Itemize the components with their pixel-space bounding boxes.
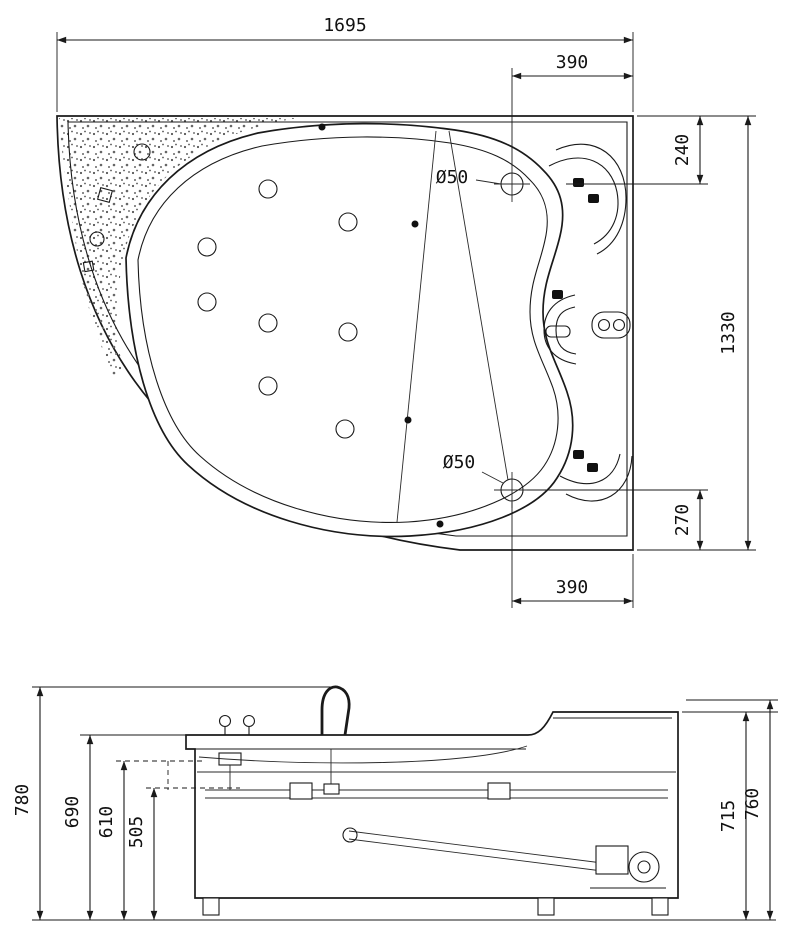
jet-circle — [258, 376, 278, 396]
valve-knob — [242, 714, 256, 728]
dim-label-240: 240 — [672, 134, 693, 167]
jet-nozzle-dot — [404, 416, 412, 424]
overflow-housing — [591, 311, 631, 339]
waste-pipe — [348, 838, 627, 875]
pump-motor — [628, 851, 660, 883]
jet-nozzle-dot — [436, 520, 444, 528]
dim-top-drain-from-top: 240 — [566, 115, 756, 185]
basin-inner-rim — [137, 136, 559, 523]
overflow-hole — [597, 318, 611, 332]
dim-label-390-bottom: 390 — [556, 577, 589, 598]
top-drain: Ø50 — [436, 166, 530, 202]
faucet-spout — [320, 685, 351, 736]
dim-label-780: 780 — [12, 784, 33, 817]
dim-label-610: 610 — [96, 806, 117, 839]
jet-circle — [335, 419, 355, 439]
dim-bottom-drain-from-bottom: 270 — [527, 489, 708, 550]
pump-shaft — [637, 860, 651, 874]
basin-contour-line — [396, 130, 437, 523]
pipe-clamp — [487, 782, 511, 800]
dim-label-760: 760 — [742, 788, 763, 821]
dim-top-drain-offset: 390 — [511, 52, 633, 166]
dim-label-505: 505 — [126, 816, 147, 849]
jet-circle — [197, 292, 217, 312]
basin-outer-rim — [125, 122, 574, 538]
control-handle — [587, 463, 598, 472]
dim-total-height: 780 — [12, 686, 338, 920]
deck-channel-curve — [559, 453, 621, 485]
dim-label-270: 270 — [672, 504, 693, 537]
jet-circle — [338, 212, 358, 232]
jet-nozzle-dot — [411, 220, 419, 228]
waste-trap — [342, 827, 358, 843]
drain-leader-line — [475, 179, 502, 185]
dim-inner-height: 505 — [126, 788, 158, 920]
dim-label-1695: 1695 — [323, 15, 366, 36]
pipe-fitting — [323, 783, 340, 795]
foot — [537, 897, 555, 916]
jet-circle — [258, 313, 278, 333]
jet-circle — [258, 179, 278, 199]
control-handle — [588, 194, 599, 203]
seat-tongue-outer — [543, 294, 577, 365]
dim-label-390-top: 390 — [556, 52, 589, 73]
bottom-drain-diameter-label: Ø50 — [443, 452, 476, 473]
waste-pipe — [348, 830, 627, 867]
deck-fitting-circle — [89, 231, 105, 247]
dim-label-715: 715 — [718, 800, 739, 833]
dim-bottom-drain-offset: 390 — [511, 502, 634, 608]
control-handle — [573, 178, 584, 187]
seat-tongue-inner — [555, 306, 577, 355]
dim-rim-height: 690 — [62, 734, 188, 920]
deck-fitting-circle — [133, 143, 151, 161]
bottom-drain: Ø50 — [443, 452, 530, 508]
top-view: Ø50 Ø50 1695 390 240 — [56, 15, 756, 608]
deck-fitting-square — [96, 186, 114, 204]
pipe-clamp — [289, 782, 313, 800]
corner-deck-stipple — [59, 118, 298, 376]
dim-mid-height: 610 — [96, 761, 128, 920]
overflow-hole — [612, 318, 626, 332]
deck-fitting-square — [82, 260, 95, 273]
pump-body — [595, 845, 629, 875]
dim-overall-width: 1695 — [56, 15, 634, 112]
foot — [651, 897, 669, 916]
control-handle — [552, 290, 563, 299]
plumbing-group — [205, 749, 668, 889]
dim-label-690: 690 — [62, 796, 83, 829]
dim-label-1330: 1330 — [718, 311, 739, 354]
tub-bottom-profile — [198, 745, 528, 764]
dim-overall-depth: 1330 — [637, 116, 756, 551]
jet-group — [197, 123, 444, 528]
basin-contour-line — [448, 130, 509, 481]
dim-right-inner-height: 715 — [682, 711, 778, 920]
slot-fitting — [545, 325, 571, 338]
jet-nozzle-dot — [318, 123, 326, 131]
control-handle — [573, 450, 584, 459]
jet-circle — [338, 322, 358, 342]
dim-right-outer-height: 760 — [686, 699, 778, 920]
tub-side-outline — [185, 711, 679, 899]
deck-channel-curve — [565, 455, 633, 502]
drain-leader-line — [481, 471, 504, 484]
deck-channel-curve — [548, 157, 619, 245]
jet-circle — [197, 237, 217, 257]
fittings-group — [543, 143, 633, 502]
valve-knob — [218, 714, 232, 728]
side-view: 780 690 610 505 715 760 — [12, 685, 778, 921]
foot — [202, 897, 220, 916]
top-drain-diameter-label: Ø50 — [436, 167, 469, 188]
deck-channel-curve — [555, 143, 627, 255]
